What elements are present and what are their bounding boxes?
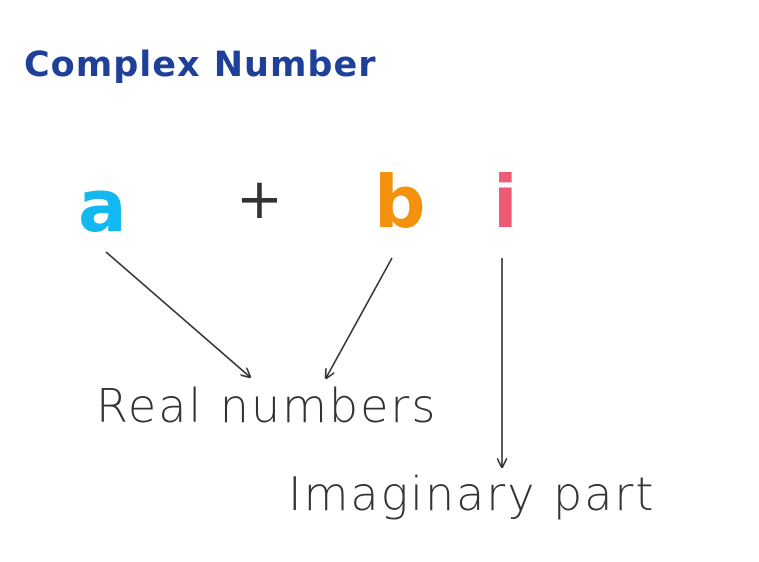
arrow-b-to-real xyxy=(326,257,393,378)
real-part-symbol: a xyxy=(78,164,127,248)
imaginary-coefficient-symbol: b xyxy=(374,160,426,244)
diagram-title: Complex Number xyxy=(24,45,377,85)
plus-operator: + xyxy=(236,167,283,232)
imaginary-part-label: Imaginary part xyxy=(288,467,656,521)
imaginary-unit-symbol: i xyxy=(493,160,518,244)
real-numbers-label: Real numbers xyxy=(96,379,438,433)
arrow-a-to-real xyxy=(105,251,250,377)
